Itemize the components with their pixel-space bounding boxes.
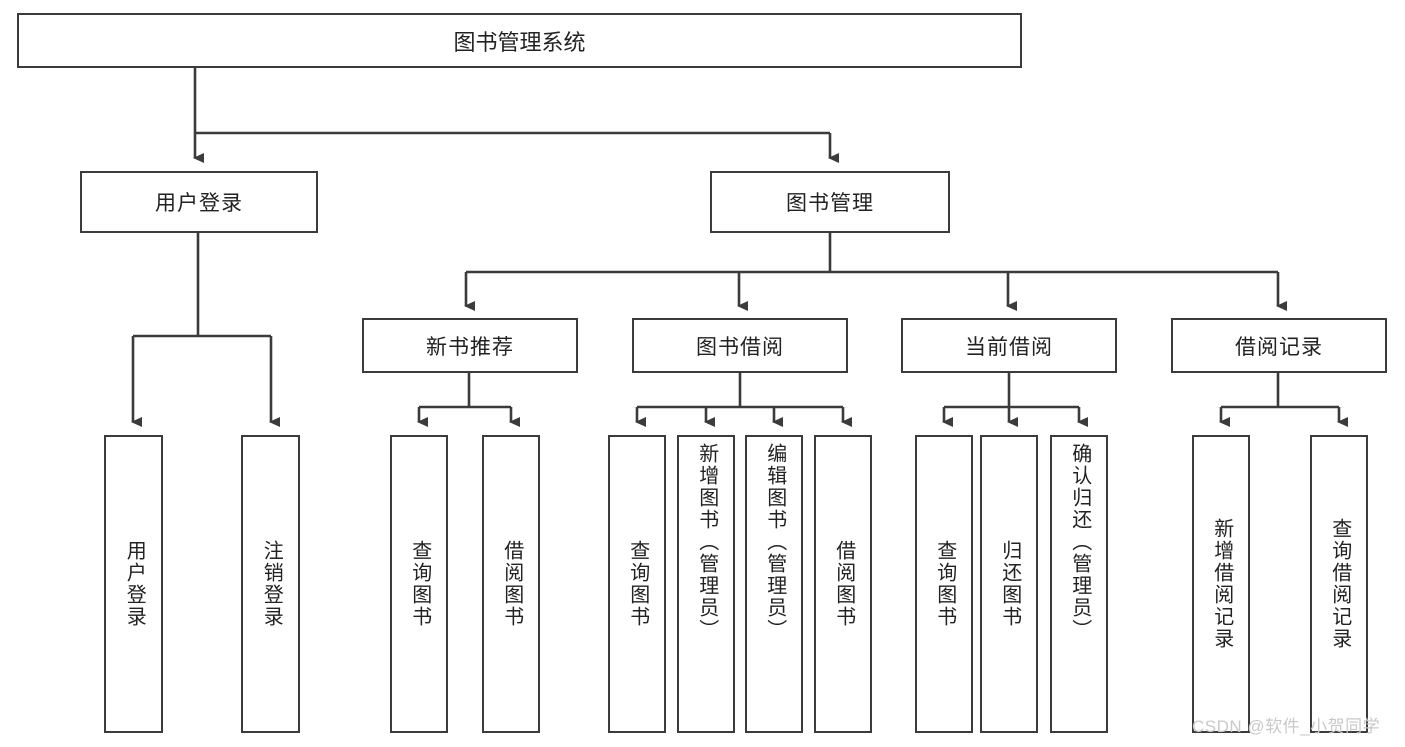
leaf-current-confirm-return-admin[interactable]: 确认归还（管理员） (1050, 435, 1108, 733)
leaf-recommend-query-book[interactable]: 查询图书 (390, 435, 448, 733)
leaf-label: 归还图书 (998, 540, 1021, 628)
node-new-book-recommend[interactable]: 新书推荐 (362, 318, 578, 373)
node-label: 新书推荐 (426, 335, 514, 359)
node-label: 用户登录 (155, 192, 243, 215)
leaf-label: 查询图书 (626, 540, 649, 628)
node-label: 借阅记录 (1235, 335, 1323, 359)
leaf-borrow-edit-book-admin[interactable]: 编辑图书（管理员） (745, 435, 803, 733)
node-book-borrow[interactable]: 图书借阅 (632, 318, 848, 373)
node-root-system[interactable]: 图书管理系统 (17, 13, 1022, 68)
leaf-label: 编辑图书（管理员） (763, 443, 786, 641)
leaf-record-query-record[interactable]: 查询借阅记录 (1310, 435, 1368, 733)
leaf-label: 注销登录 (260, 540, 283, 628)
leaf-current-return-book[interactable]: 归还图书 (980, 435, 1038, 733)
leaf-label: 查询图书 (408, 540, 431, 628)
leaf-record-add-record[interactable]: 新增借阅记录 (1192, 435, 1250, 733)
leaf-label: 用户登录 (123, 540, 146, 628)
leaf-label: 借阅图书 (832, 540, 855, 628)
node-book-management[interactable]: 图书管理 (710, 171, 950, 233)
leaf-label: 查询图书 (933, 540, 956, 628)
leaf-borrow-query-book[interactable]: 查询图书 (608, 435, 666, 733)
leaf-borrow-borrow-book[interactable]: 借阅图书 (814, 435, 872, 733)
leaf-label: 新增图书（管理员） (695, 443, 718, 641)
node-label: 图书借阅 (696, 335, 784, 359)
leaf-label: 新增借阅记录 (1210, 518, 1233, 650)
leaf-borrow-add-book-admin[interactable]: 新增图书（管理员） (677, 435, 735, 733)
leaf-label: 查询借阅记录 (1328, 518, 1351, 650)
watermark: CSDN @软件_小贺同学 (1192, 717, 1381, 736)
leaf-user-login-login[interactable]: 用户登录 (104, 435, 163, 733)
node-label: 图书管理系统 (453, 29, 586, 55)
node-borrow-record[interactable]: 借阅记录 (1171, 318, 1387, 373)
leaf-user-login-logout[interactable]: 注销登录 (241, 435, 300, 733)
node-current-borrow[interactable]: 当前借阅 (901, 318, 1117, 373)
node-user-login[interactable]: 用户登录 (80, 171, 318, 233)
leaf-recommend-borrow-book[interactable]: 借阅图书 (482, 435, 540, 733)
node-label: 当前借阅 (965, 335, 1053, 359)
node-label: 图书管理 (786, 192, 874, 215)
leaf-current-query-book[interactable]: 查询图书 (915, 435, 973, 733)
leaf-label: 借阅图书 (500, 540, 523, 628)
leaf-label: 确认归还（管理员） (1068, 443, 1091, 641)
